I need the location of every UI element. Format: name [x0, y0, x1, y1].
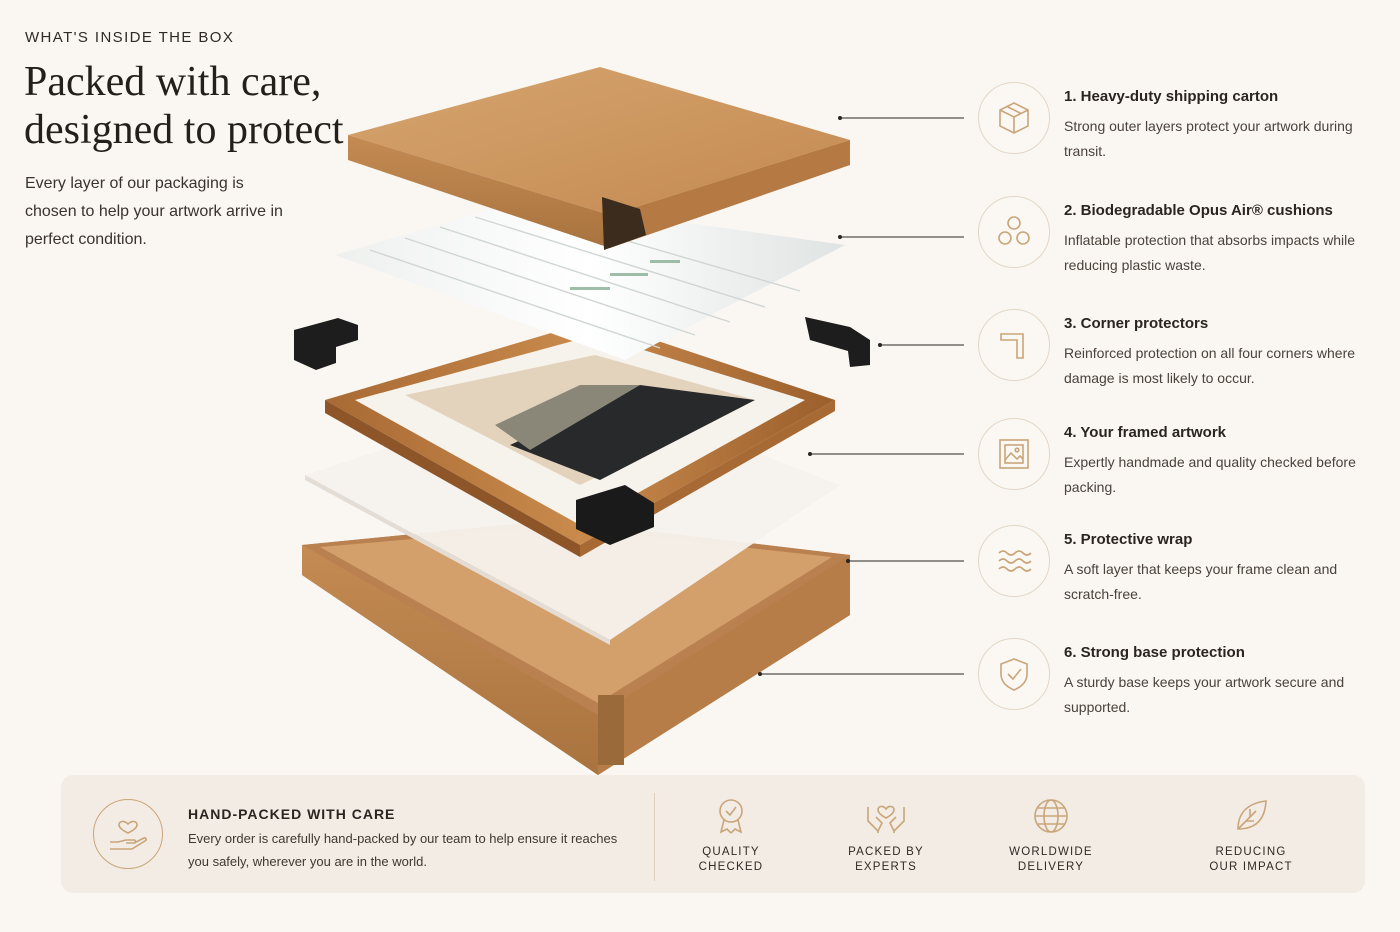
- bottom-desc: Every order is carefully hand-packed by …: [188, 831, 618, 869]
- feature-title: 6. Strong base protection: [1064, 644, 1245, 661]
- feature-6: 6. Strong base protection A sturdy base …: [978, 638, 1378, 728]
- feature-2: 2. Biodegradable Opus Air® cushions Infl…: [978, 196, 1378, 286]
- hand-heart-icon: [93, 799, 163, 869]
- intro-text: Every layer of our packaging is chosen t…: [25, 175, 283, 248]
- globe-icon: [1034, 799, 1068, 833]
- picture-frame-icon: [978, 418, 1050, 490]
- badge-reducing-our-impact: REDUCING OUR IMPACT: [1181, 797, 1321, 875]
- badge-quality-checked: QUALITY CHECKED: [661, 797, 801, 875]
- feature-title: 4. Your framed artwork: [1064, 424, 1226, 441]
- feature-title: 3. Corner protectors: [1064, 315, 1209, 332]
- feature-title: 5. Protective wrap: [1064, 531, 1193, 548]
- headline-line-1: Packed with care,: [24, 59, 322, 105]
- award-check-icon: [719, 799, 743, 834]
- headline: Packed with care, designed to protect: [24, 58, 384, 154]
- feature-desc: A soft layer that keeps your frame clean…: [1064, 561, 1338, 602]
- shield-check-icon: [978, 638, 1050, 710]
- cushions-icon: [978, 196, 1050, 268]
- headline-line-2: designed to protect: [24, 107, 344, 153]
- waves-icon: [978, 525, 1050, 597]
- divider: [654, 793, 655, 881]
- corner-protectors: [294, 317, 870, 545]
- packaging-illustration: [294, 67, 964, 775]
- carton-lid: [348, 67, 850, 250]
- feature-desc: A sturdy base keeps your artwork secure …: [1064, 674, 1345, 715]
- feature-title: 1. Heavy-duty shipping carton: [1064, 88, 1279, 105]
- badge-label: QUALITY CHECKED: [698, 846, 764, 873]
- badge-packed-by-experts: PACKED BY EXPERTS: [816, 797, 956, 875]
- feature-desc: Reinforced protection on all four corner…: [1064, 345, 1356, 386]
- feature-desc: Expertly handmade and quality checked be…: [1064, 454, 1356, 495]
- hand-packed-bar: HAND-PACKED WITH CARE Every order is car…: [61, 775, 1365, 893]
- leader-lines: [760, 117, 964, 675]
- badge-worldwide-delivery: WORLDWIDE DELIVERY: [981, 797, 1121, 875]
- corner-icon: [978, 309, 1050, 381]
- feature-3: 3. Corner protectors Reinforced protecti…: [978, 309, 1378, 399]
- badge-label: REDUCING OUR IMPACT: [1209, 846, 1293, 873]
- framed-artwork: [325, 320, 835, 557]
- bottom-title: HAND-PACKED WITH CARE: [188, 806, 396, 822]
- feature-4: 4. Your framed artwork Expertly handmade…: [978, 418, 1378, 508]
- feature-desc: Inflatable protection that absorbs impac…: [1064, 232, 1356, 273]
- feature-1: 1. Heavy-duty shipping carton Strong out…: [978, 82, 1378, 172]
- box-icon: [978, 82, 1050, 154]
- badge-label: PACKED BY EXPERTS: [848, 846, 924, 873]
- feature-5: 5. Protective wrap A soft layer that kee…: [978, 525, 1378, 615]
- feature-desc: Strong outer layers protect your artwork…: [1064, 118, 1353, 159]
- eyebrow: WHAT'S INSIDE THE BOX: [25, 29, 235, 46]
- hands-heart-icon: [867, 805, 905, 833]
- badge-label: WORLDWIDE DELIVERY: [1009, 846, 1093, 873]
- feature-title: 2. Biodegradable Opus Air® cushions: [1064, 202, 1333, 219]
- leaf-icon: [1237, 800, 1267, 830]
